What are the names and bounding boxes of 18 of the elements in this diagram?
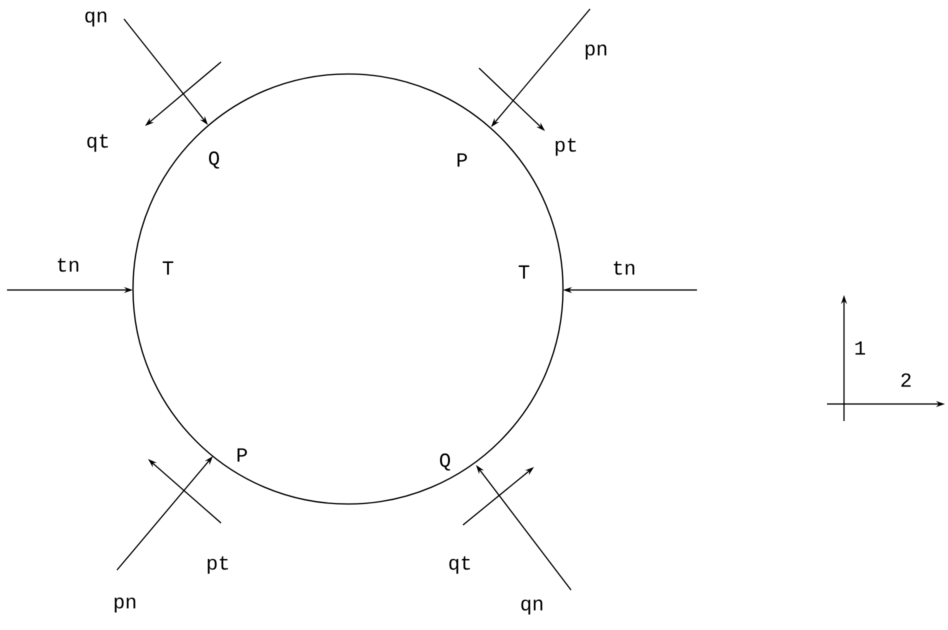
force-label: qn xyxy=(85,12,106,26)
force-label: qt xyxy=(449,556,470,574)
force-label: pt xyxy=(556,138,576,156)
point-label: P xyxy=(458,153,467,167)
force-label: qt xyxy=(87,134,108,152)
point-label: P xyxy=(238,448,247,462)
point-label: Q xyxy=(209,151,220,169)
force-label: tn xyxy=(614,261,634,275)
force-label: qn xyxy=(521,600,542,614)
force-label: tn xyxy=(58,258,78,272)
axis-label: 2 xyxy=(901,373,911,387)
force-label: pn xyxy=(114,598,136,612)
point-label: T xyxy=(518,265,530,279)
axis-label: 1 xyxy=(855,341,866,355)
point-label: T xyxy=(162,261,174,275)
force-label: pn xyxy=(586,44,606,60)
force-label: pt xyxy=(208,556,228,574)
point-label: Q xyxy=(440,453,450,471)
